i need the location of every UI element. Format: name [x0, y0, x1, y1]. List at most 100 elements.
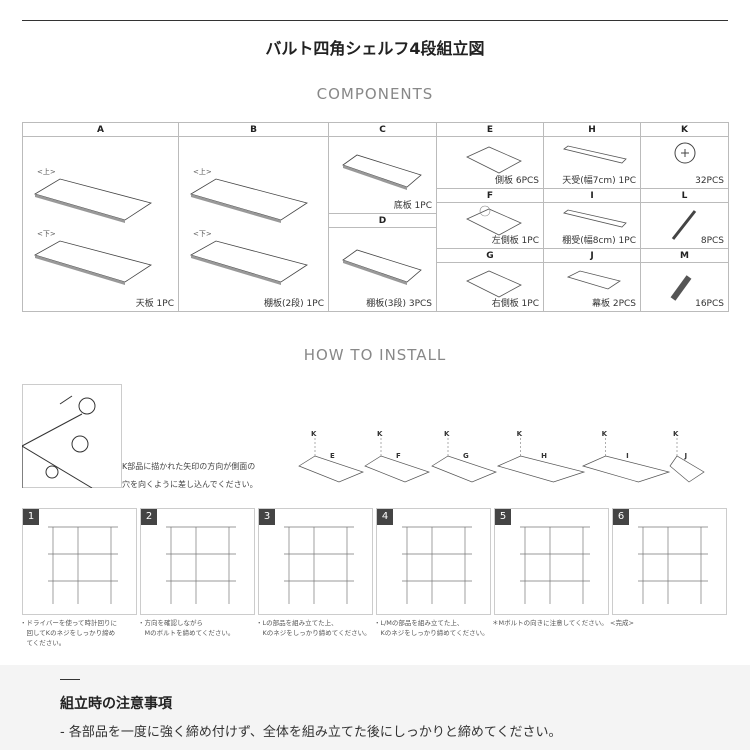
step-illustration [284, 526, 354, 604]
part-f-label: 左側板 1PC [491, 236, 539, 246]
step-caption: ・L/Mの部品を組み立てた上、 Kのネジをしっかり締めてください。 [374, 619, 489, 637]
part-k-label: 32PCS [695, 176, 724, 186]
step-caption: ・Lの部品を組み立てた上、 Kのネジをしっかり締めてください。 [256, 619, 371, 637]
step-number: 4 [377, 509, 393, 525]
step-caption: <完成> [610, 619, 634, 627]
part-g-cell: 右側板 1PC [436, 262, 544, 312]
part-letter: H [541, 452, 547, 460]
cam-lock-detail-illustration [22, 384, 122, 488]
step-6: 6 [612, 508, 727, 615]
cam-lock-note: K部品に描かれた矢印の方向が側面の 穴を向くように差し込んでください。 [122, 458, 258, 494]
part-h-cell: 天受(幅7cm) 1PC [543, 136, 641, 189]
footer-text: - 各部品を一度に強く締め付けず、全体を組み立てた後にしっかりと締めてください。 [60, 725, 562, 740]
part-letter: E [330, 452, 335, 460]
shelf-rail-illustration [563, 209, 627, 228]
part-d-cell: 棚板(3段) 3PCS [328, 227, 437, 312]
shelf-board-illustration [189, 178, 308, 285]
step-4: 4 [376, 508, 491, 615]
footer-divider [60, 679, 80, 680]
step-illustration [402, 526, 472, 604]
side-board-illustration [466, 146, 522, 174]
bottom-tag: <下> [193, 230, 212, 238]
top-tag: <上> [193, 168, 212, 176]
k-label: K [311, 430, 317, 438]
panel-illustration [431, 438, 497, 483]
k-label: K [601, 430, 608, 438]
step-number: 1 [23, 509, 39, 525]
k-label: K [444, 430, 450, 438]
step-3: 3 [258, 508, 373, 615]
bottom-tag: <下> [37, 230, 56, 238]
part-assembly-g: K G [430, 430, 500, 485]
right-side-board-illustration [466, 270, 522, 298]
step-caption: ＊Mボルトの向きに注意してください。 [492, 619, 608, 627]
part-l-cell: 8PCS [640, 202, 729, 249]
part-a-cell: <上> <下> 天板 1PC [22, 136, 179, 312]
step-illustration [48, 526, 118, 604]
bottom-board-illustration [342, 154, 422, 190]
step-number: 2 [141, 509, 157, 525]
note-line-2: 穴を向くように差し込んでください。 [122, 480, 258, 489]
step-illustration [520, 526, 590, 604]
page-title: バルト四角シェルフ4段組立図 [265, 39, 485, 58]
panel-illustration [364, 438, 430, 483]
step-illustration [166, 526, 236, 604]
part-h-label: 天受(幅7cm) 1PC [562, 176, 636, 186]
top-divider [22, 20, 728, 21]
part-b-cell: <上> <下> 棚板(2段) 1PC [178, 136, 329, 312]
step-illustration [638, 526, 708, 604]
part-k-cell: 32PCS [640, 136, 729, 189]
part-c-label: 底板 1PC [393, 201, 432, 211]
step-caption: ・ドライバーを使って時計回りに 回してKのネジをしっかり締め てください。 [20, 619, 118, 647]
part-letter: J [684, 452, 688, 460]
panel-illustration [496, 438, 586, 483]
panel-illustration [581, 438, 671, 483]
note-line-1: K部品に描かれた矢印の方向が側面の [122, 462, 256, 471]
step-5: 5 [494, 508, 609, 615]
footer-notes: 組立時の注意事項 - 各部品を一度に強く締め付けず、全体を組み立てた後にしっかり… [0, 665, 750, 750]
left-side-board-illustration [466, 205, 522, 236]
part-assembly-i: K I [581, 430, 673, 485]
part-i-label: 棚受(幅8cm) 1PC [562, 236, 636, 246]
part-i-cell: 棚受(幅8cm) 1PC [543, 202, 641, 249]
part-c-cell: 底板 1PC [328, 136, 437, 214]
panel-illustration [298, 438, 364, 483]
apron-board-illustration [566, 270, 621, 290]
part-e-label: 側板 6PCS [494, 176, 539, 186]
part-m-label: 16PCS [695, 299, 724, 309]
step-1: 1 [22, 508, 137, 615]
bolt-icon [670, 275, 692, 301]
part-l-label: 8PCS [700, 236, 724, 246]
part-a-label: 天板 1PC [135, 299, 174, 309]
part-assembly-j: K J [668, 430, 708, 485]
top-board-illustration [33, 178, 152, 285]
top-tag: <上> [37, 168, 56, 176]
part-g-label: 右側板 1PC [491, 299, 539, 309]
part-e-cell: 側板 6PCS [436, 136, 544, 189]
k-label: K [377, 430, 383, 438]
components-heading: COMPONENTS [316, 85, 434, 103]
install-heading: HOW TO INSTALL [303, 346, 447, 364]
part-b-label: 棚板(2段) 1PC [263, 299, 324, 309]
shelf-board-3-illustration [342, 249, 422, 285]
part-letter: G [463, 452, 469, 460]
part-letter: I [626, 452, 629, 460]
step-number: 3 [259, 509, 275, 525]
k-label: K [516, 430, 523, 438]
step-2: 2 [140, 508, 255, 615]
step-number: 6 [613, 509, 629, 525]
part-f-cell: 左側板 1PC [436, 202, 544, 249]
step-number: 5 [495, 509, 511, 525]
panel-illustration [669, 438, 705, 483]
top-rail-illustration [563, 145, 627, 164]
part-j-label: 幕板 2PCS [591, 299, 636, 309]
part-letter: F [396, 452, 401, 460]
step-caption: ・方向を確認しながら Mのボルトを締めてください。 [138, 619, 235, 637]
part-assembly-h: K H [496, 430, 588, 485]
dowel-bolt-icon [671, 210, 697, 240]
cam-lock-icon [674, 142, 696, 164]
part-m-cell: 16PCS [640, 262, 729, 312]
k-label: K [673, 430, 679, 438]
part-d-label: 棚板(3段) 3PCS [366, 299, 432, 309]
footer-heading: 組立時の注意事項 [60, 696, 172, 712]
